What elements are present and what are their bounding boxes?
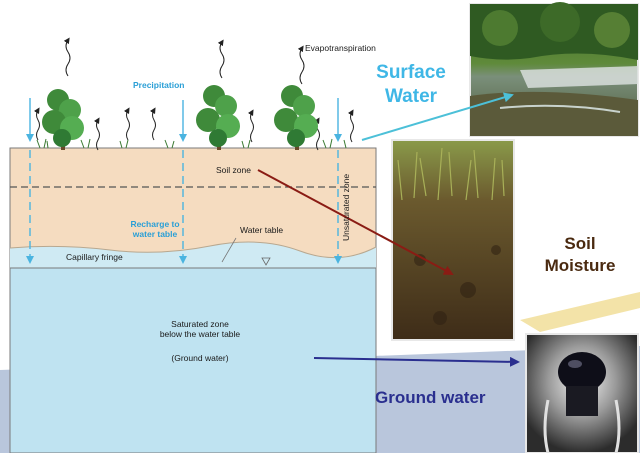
soil-photo (391, 139, 515, 341)
tree-right (274, 85, 318, 150)
precipitation-arrows (26, 98, 342, 264)
spring-photo (525, 333, 639, 453)
water-table-line (9, 241, 377, 259)
saturated-zone-label-line2: below the water table (159, 329, 241, 339)
surface-water-title-line2: Water (384, 86, 438, 107)
ground-water-arrow (313, 356, 520, 367)
ground-water-paren-label: (Ground water) (171, 353, 229, 363)
stream-photo (469, 2, 639, 137)
tree-left (42, 89, 84, 150)
tree-middle (196, 85, 240, 150)
recharge-label-line2: water table (132, 229, 178, 239)
vegetation (36, 85, 347, 150)
precipitation-label: Precipitation (133, 80, 185, 90)
ground-water-title: Ground water (375, 388, 486, 407)
soil-moisture-title-line1: Soil (564, 234, 596, 253)
grass (36, 138, 347, 149)
surface-water-arrow (361, 92, 514, 141)
soil-moisture-arrow (257, 169, 454, 275)
capillary-fringe-label: Capillary fringe (66, 252, 123, 262)
capillary-fringe-band (10, 242, 376, 268)
recharge-label-line1: Recharge to (130, 219, 180, 229)
soil-moisture-title-line2: Moisture (544, 256, 616, 275)
slide-accent-stripe (520, 292, 640, 332)
surface-water-title-line1: Surface (376, 62, 446, 83)
soil-zone-label: Soil zone (216, 165, 251, 175)
evapotranspiration-label: Evapotranspiration (305, 43, 376, 53)
saturated-zone-label-line1: Saturated zone (171, 319, 229, 329)
saturated-zone-area (9, 267, 377, 453)
water-table-symbol (261, 257, 271, 266)
water-table-label: Water table (240, 225, 284, 235)
unsaturated-zone-label: Unsaturated zone (341, 173, 351, 241)
evapotranspiration-arrows (33, 37, 354, 151)
water-table-leader (221, 237, 237, 263)
